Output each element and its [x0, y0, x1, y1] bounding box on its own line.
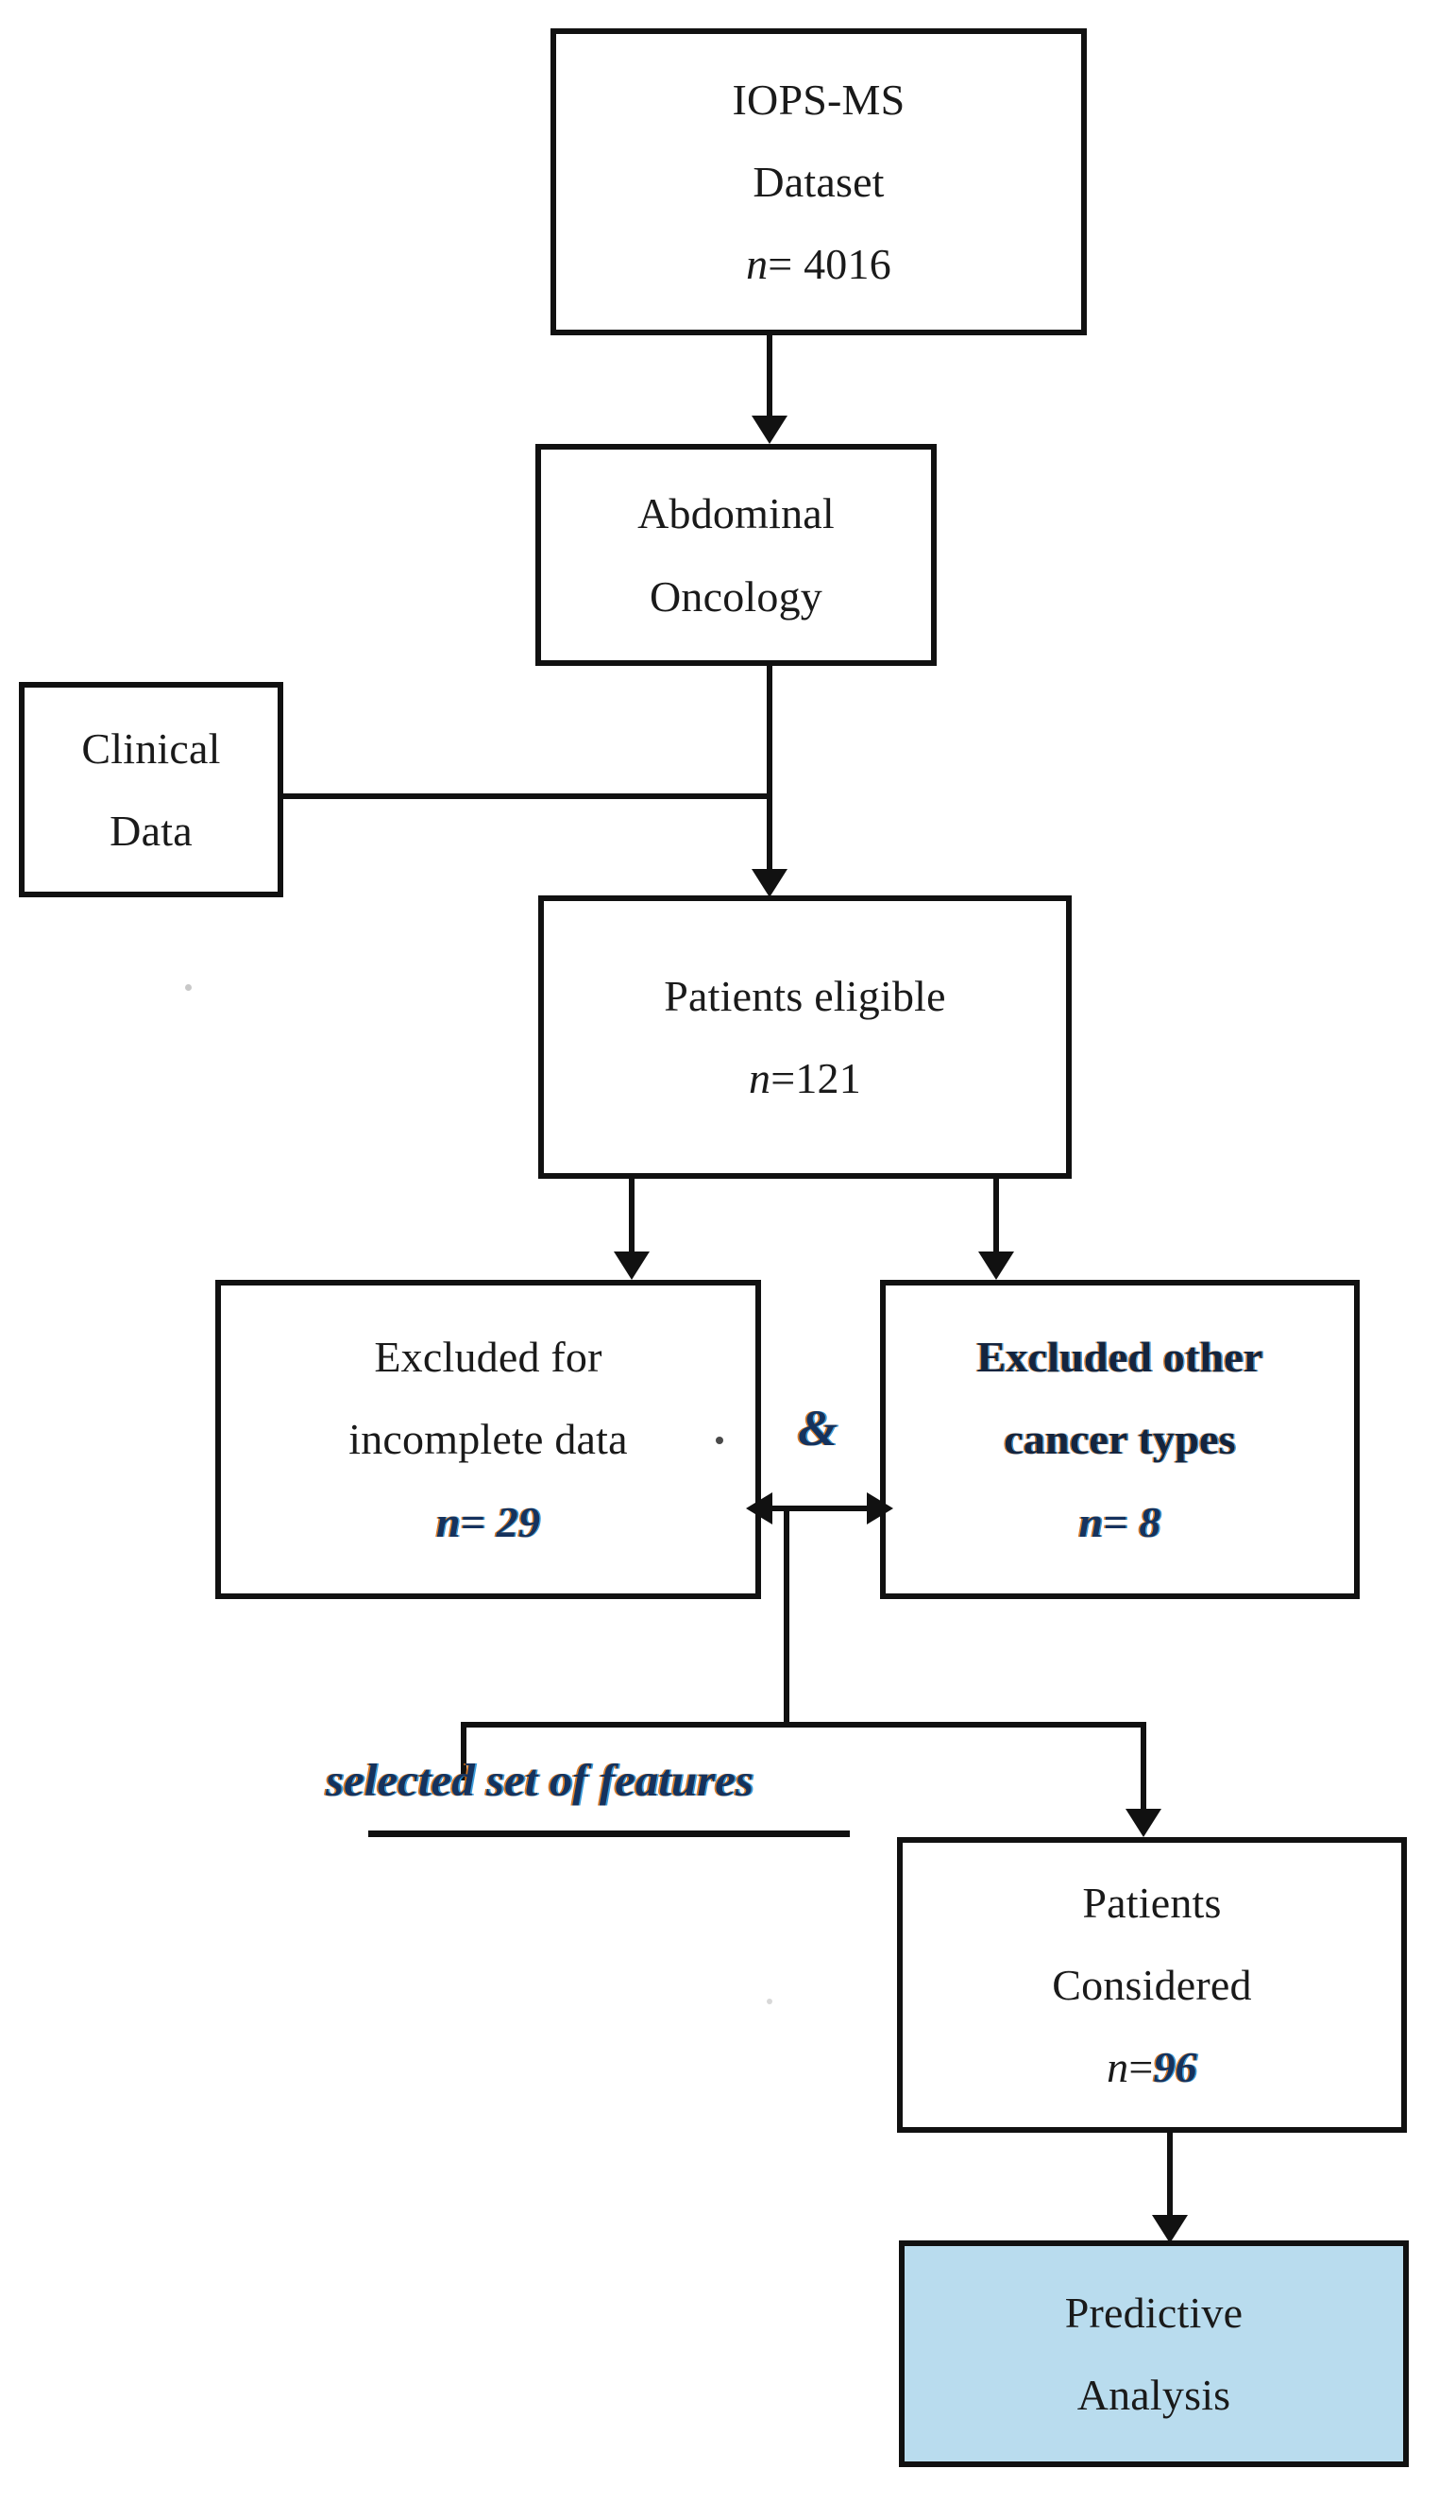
node-dataset-count: n= 4016	[746, 230, 891, 298]
node-excluded-other-n-eq: =	[1103, 1497, 1140, 1546]
node-dataset-n-value: = 4016	[768, 240, 891, 289]
arrowhead-excluded-other	[978, 1251, 1014, 1280]
node-excluded-other-n-value: 8	[1139, 1497, 1161, 1546]
connector-considered-to-predictive	[1167, 2133, 1173, 2220]
arrowhead-abdominal	[752, 416, 787, 444]
arrowhead-exclusion-right	[867, 1492, 893, 1524]
node-abdominal-line1: Abdominal	[637, 489, 835, 538]
node-excluded-incomplete: Excluded for incomplete data n= 29	[215, 1280, 761, 1599]
node-excluded-incomplete-count: n= 29	[436, 1489, 540, 1556]
connector-features-bus-to-considered	[1141, 1722, 1146, 1813]
arrowhead-predictive-analysis	[1152, 2215, 1188, 2243]
connector-eligible-to-excluded-other	[993, 1179, 999, 1254]
node-clinical-line1: Clinical	[81, 724, 221, 773]
scan-speck-a	[716, 1437, 723, 1444]
label-ampersand: &	[798, 1400, 838, 1456]
node-clinical-data: Clinical Data	[19, 682, 283, 897]
node-dataset: IOPS-MS Dataset n= 4016	[550, 28, 1087, 335]
scan-speck-b	[185, 984, 192, 991]
arrowhead-patients-considered	[1126, 1809, 1161, 1837]
node-excluded-incomplete-line1: Excluded for	[374, 1333, 602, 1382]
node-considered-n-value: 96	[1153, 2043, 1197, 2092]
node-patients-eligible: Patients eligible n=121	[538, 895, 1072, 1179]
node-predictive-analysis: Predictive Analysis	[899, 2240, 1409, 2467]
node-dataset-n-symbol: n	[746, 240, 769, 289]
node-excluded-other-line1: Excluded other	[976, 1333, 1263, 1382]
node-excluded-other: Excluded other cancer types n= 8	[880, 1280, 1360, 1599]
node-eligible-line1: Patients eligible	[664, 971, 946, 1020]
node-considered-n-symbol: n	[1107, 2043, 1129, 2092]
node-dataset-line2: Dataset	[753, 157, 885, 206]
arrowhead-excluded-incomplete	[614, 1251, 650, 1280]
node-patients-considered: Patients Considered n=96	[897, 1837, 1407, 2133]
node-excluded-other-count: n= 8	[1078, 1489, 1160, 1556]
scan-speck-c	[767, 1999, 772, 2004]
connector-exclusions-trunk	[784, 1506, 789, 1728]
connector-eligible-to-excluded-incomplete	[629, 1179, 635, 1254]
node-excluded-other-n-symbol: n	[1078, 1497, 1104, 1546]
arrowhead-eligible	[752, 869, 787, 897]
connector-clinical-to-trunk	[280, 793, 772, 799]
node-abdominal-line2: Oncology	[649, 571, 823, 621]
connector-dataset-to-abdominal	[767, 335, 772, 418]
node-considered-n-eq: =	[1128, 2043, 1154, 2092]
node-considered-count: n=96	[1107, 2034, 1197, 2101]
connector-features-bus	[461, 1722, 1146, 1728]
node-excluded-incomplete-n-value: 29	[496, 1497, 541, 1546]
node-eligible-count: n=121	[749, 1045, 861, 1112]
node-considered-line1: Patients	[1082, 1878, 1222, 1927]
connector-abdominal-to-eligible	[767, 666, 772, 872]
node-excluded-other-line2: cancer types	[1004, 1415, 1236, 1464]
label-selected-features-underline	[368, 1830, 850, 1837]
node-dataset-line1: IOPS-MS	[732, 75, 906, 124]
label-selected-features: selected set of features	[326, 1754, 754, 1806]
node-excluded-incomplete-n-symbol: n	[435, 1497, 461, 1546]
node-predictive-line1: Predictive	[1064, 2288, 1244, 2337]
node-eligible-n-symbol: n	[749, 1054, 771, 1102]
node-excluded-incomplete-line2: incomplete data	[348, 1415, 628, 1464]
node-abdominal-oncology: Abdominal Oncology	[535, 444, 937, 666]
node-clinical-line2: Data	[110, 807, 193, 855]
node-predictive-line2: Analysis	[1076, 2371, 1231, 2419]
node-eligible-n-value: =121	[770, 1054, 861, 1102]
arrowhead-exclusion-left	[746, 1492, 772, 1524]
node-excluded-incomplete-n-eq: =	[460, 1497, 497, 1546]
connector-between-exclusions	[761, 1506, 884, 1511]
connector-features-bus-left-riser	[461, 1722, 466, 1780]
node-considered-line2: Considered	[1052, 1960, 1252, 2009]
